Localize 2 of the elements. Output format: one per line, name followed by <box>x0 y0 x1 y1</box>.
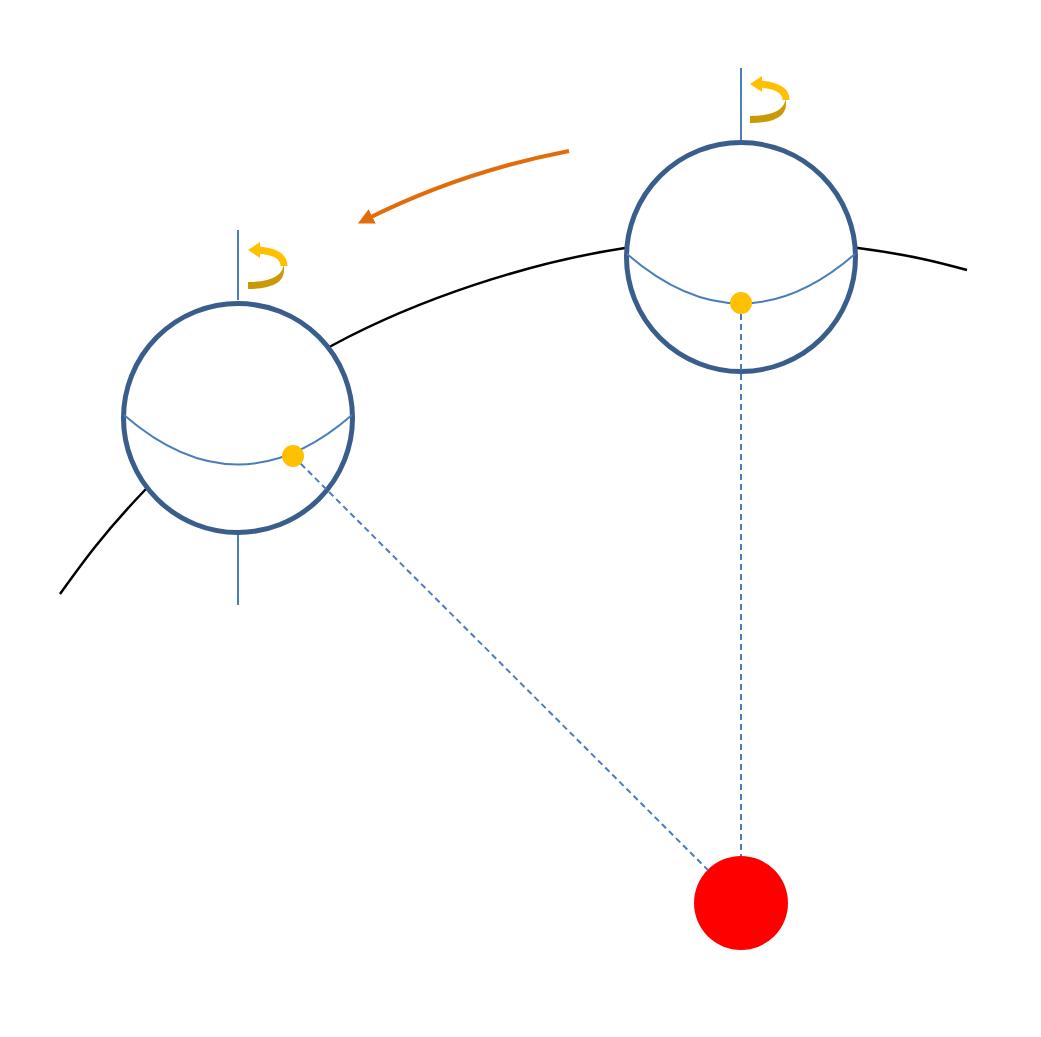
dashed-line <box>740 313 742 857</box>
dashed-line <box>299 462 709 871</box>
